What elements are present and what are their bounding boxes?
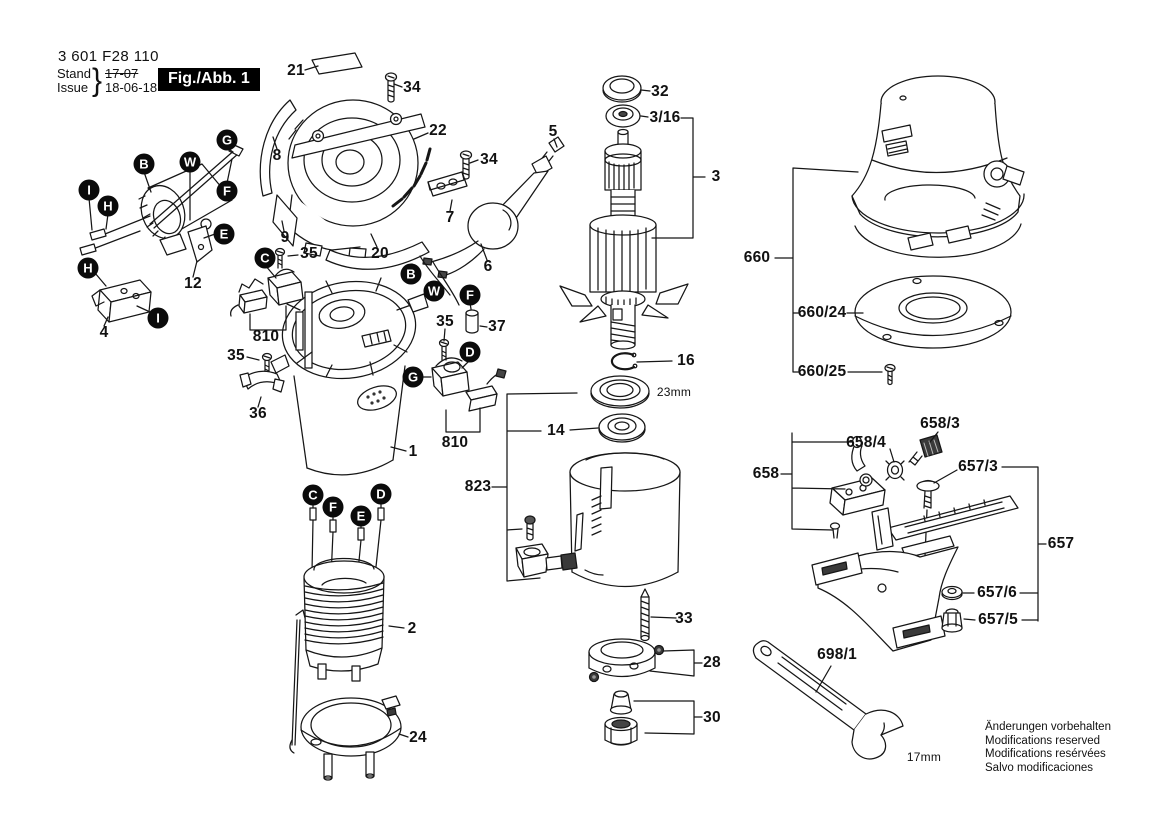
stand-label: Stand bbox=[57, 66, 91, 81]
armature-drawing bbox=[559, 75, 689, 371]
note-de: Änderungen vorbehalten bbox=[985, 721, 1111, 733]
bearing-liner-drawing bbox=[515, 375, 681, 588]
note-fr: Modifications resérvées bbox=[985, 748, 1106, 760]
issue-label: Issue bbox=[57, 80, 89, 95]
figure-label: Fig./Abb. 1 bbox=[158, 68, 260, 91]
revision-block: Stand Issue } 17-07 18-06-18 bbox=[57, 63, 158, 98]
router-complete-drawing bbox=[851, 75, 1025, 386]
main-housing-drawing bbox=[270, 255, 460, 476]
wrench-drawing bbox=[752, 640, 904, 760]
modification-notes: Änderungen vorbehalten Modifications res… bbox=[985, 721, 1111, 775]
leader-lines bbox=[88, 65, 1047, 738]
field-coil-drawing bbox=[289, 507, 402, 781]
collet-group-drawing bbox=[588, 588, 665, 746]
type-number: 3 601 F28 110 bbox=[58, 48, 159, 65]
issue-date: 18-06-18 bbox=[105, 80, 158, 95]
header: 3 601 F28 110 bbox=[58, 48, 159, 65]
dial-assembly-drawing bbox=[79, 143, 244, 323]
brush-holders-drawing bbox=[230, 247, 507, 412]
superseded-date: 17-07 bbox=[105, 66, 139, 81]
cover-assembly-drawing bbox=[259, 52, 473, 270]
edge-guide-drawing bbox=[811, 434, 1019, 652]
note-es: Salvo modificaciones bbox=[985, 761, 1094, 774]
revision-brace: } bbox=[91, 63, 103, 98]
note-en: Modifications reserved bbox=[985, 734, 1101, 747]
cord-assembly-drawing bbox=[422, 136, 565, 279]
